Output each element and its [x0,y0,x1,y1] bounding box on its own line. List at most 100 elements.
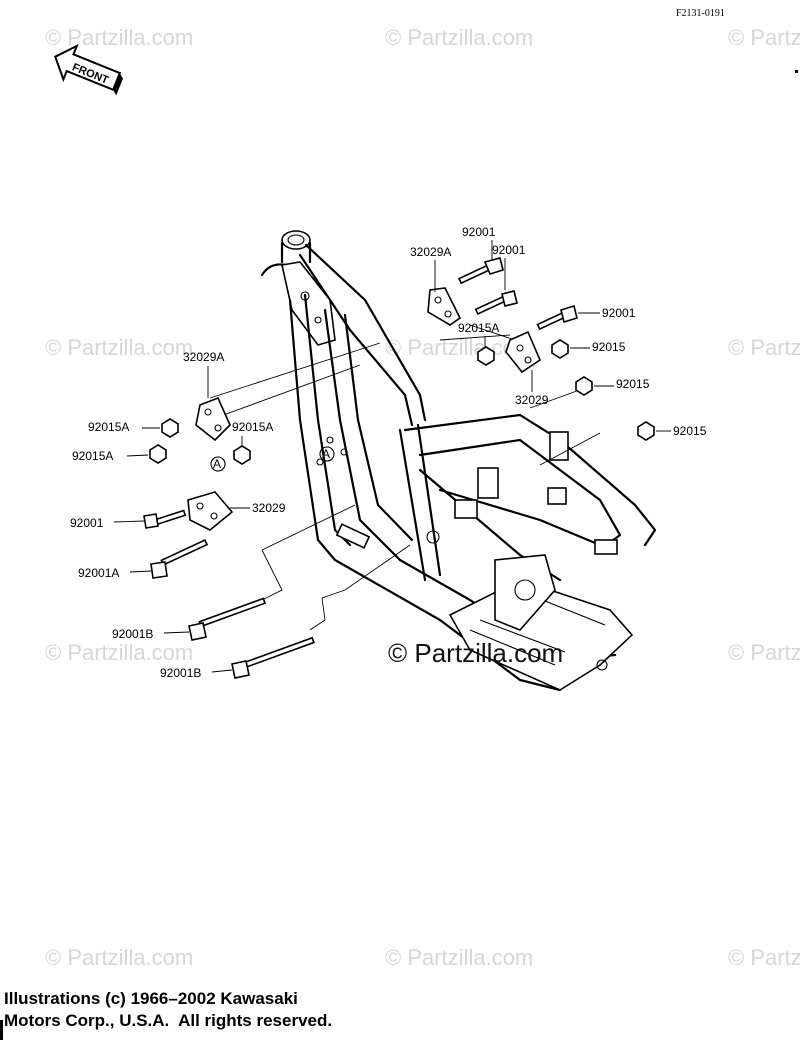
leader-line [209,342,381,399]
part-label: 92015A [88,420,129,434]
ref-marker-frame [319,446,335,462]
leader-line [529,387,586,409]
leader-line [309,597,326,631]
watermark: © Partzilla.com [45,25,193,50]
leader-lines [209,324,601,631]
bolt-92001-head [560,304,578,324]
part-label: 92015 [592,340,626,354]
ref-marker-frame-label: A [322,447,330,461]
rear-bracket [594,539,618,555]
leader-line [261,504,356,551]
bolt-92001-shank [154,509,187,526]
bracket-hole [524,356,532,364]
nut-92015A [233,445,251,465]
rear-bracket [547,487,567,505]
swingarm-pivot-plate [494,554,556,631]
bracket-hole [204,408,212,416]
watermark: © Partzilla.com [385,945,533,970]
bolt-92001B-head [188,622,207,641]
rear-upper-rail-right [403,413,657,547]
frame-hole [316,458,324,466]
part-label: 32029 [252,501,286,515]
steering-head [281,230,311,250]
part-label: 92015 [616,377,650,391]
part-label: 92001 [492,243,526,257]
nut-92015 [551,339,569,359]
bolt-92001-head [143,513,159,529]
watermark: © Partzilla.com [728,945,800,970]
figure-id: F2131-0191 [676,8,725,19]
bracket-hole [214,424,222,432]
part-label: 92015A [458,321,499,335]
head-gusset [281,261,336,346]
bracket-32029A-left [195,396,231,442]
front-arrow-shadow [113,73,123,96]
copyright-line-1: Illustrations (c) 1966–2002 Kawasaki [4,989,298,1008]
copyright-line-2: Motors Corp., U.S.A. All rights reserved… [4,1011,333,1030]
copyright-bar [0,1020,3,1040]
front-arrow: FRONT [54,43,123,96]
bracket-32029-left [187,491,234,531]
seat-post-tube [398,423,442,582]
part-label: 92015A [232,420,273,434]
part-label: 32029A [183,350,224,364]
pivot-boss [426,530,440,544]
bolt-92001-head [501,290,518,307]
watermark: © Partzilla.com [45,640,193,665]
bolt-92001B-head [231,660,250,679]
bracket-hole [516,344,524,352]
leader-line [321,544,411,599]
callout-leader [129,570,152,573]
watermark: © Partzilla.com [728,640,800,665]
nut-92015 [637,421,655,441]
down-tube-front [288,298,337,562]
steering-head-tube [280,241,312,264]
bolt-92001B-shank [243,636,315,669]
skid-plate-mount [596,659,608,671]
bolt-92001-head [483,257,504,275]
engine-mount-tab [335,523,371,549]
ref-marker-left [210,456,226,472]
engine-mount-tab [454,499,478,519]
bolt-92001B-shank [198,597,267,628]
rear-bracket [549,431,569,461]
down-tube-right [323,308,402,562]
watermark: © Partzilla.com [385,25,533,50]
leader-line [209,364,361,421]
callout-leader [126,454,149,457]
bracket-hole [434,296,442,304]
watermark: © Partzilla.com [45,945,193,970]
part-label: 92001B [160,666,201,680]
nut-92015 [575,376,593,396]
part-label: 92015 [673,424,707,438]
leader-line [261,549,283,601]
watermark-layer: © Partzilla.com © Partzilla.com © Partzi… [45,25,800,970]
nut-92015A [477,346,495,366]
part-label: 32029A [410,245,451,259]
gusset-hole [314,316,322,324]
callout-leader [113,520,145,523]
shock-bracket [477,467,499,499]
callout-leader [491,240,506,290]
down-tube-right-inner [343,313,414,542]
bracket-32029A-upper [427,287,462,326]
bracket-hole [444,310,452,318]
part-label: 92001 [70,516,104,530]
part-label: 92001 [602,306,636,320]
copyright-notice: Illustrations (c) 1966–2002 Kawasaki Mot… [4,988,332,1032]
callout-leader [211,669,233,673]
leader-line [539,432,601,466]
part-label: 32029 [515,393,549,407]
part-label: 92001 [462,225,496,239]
part-label: 92001B [112,627,153,641]
steering-head-bore [287,234,305,246]
swingarm-pivot-hole [514,579,536,601]
bracket-32029-upper [505,330,541,374]
bolt-92001A-head [150,561,168,579]
center-watermark: © Partzilla.com [388,638,563,668]
bracket-hole [196,502,204,510]
nut-92015A [161,418,179,438]
frame-hole [340,448,348,456]
